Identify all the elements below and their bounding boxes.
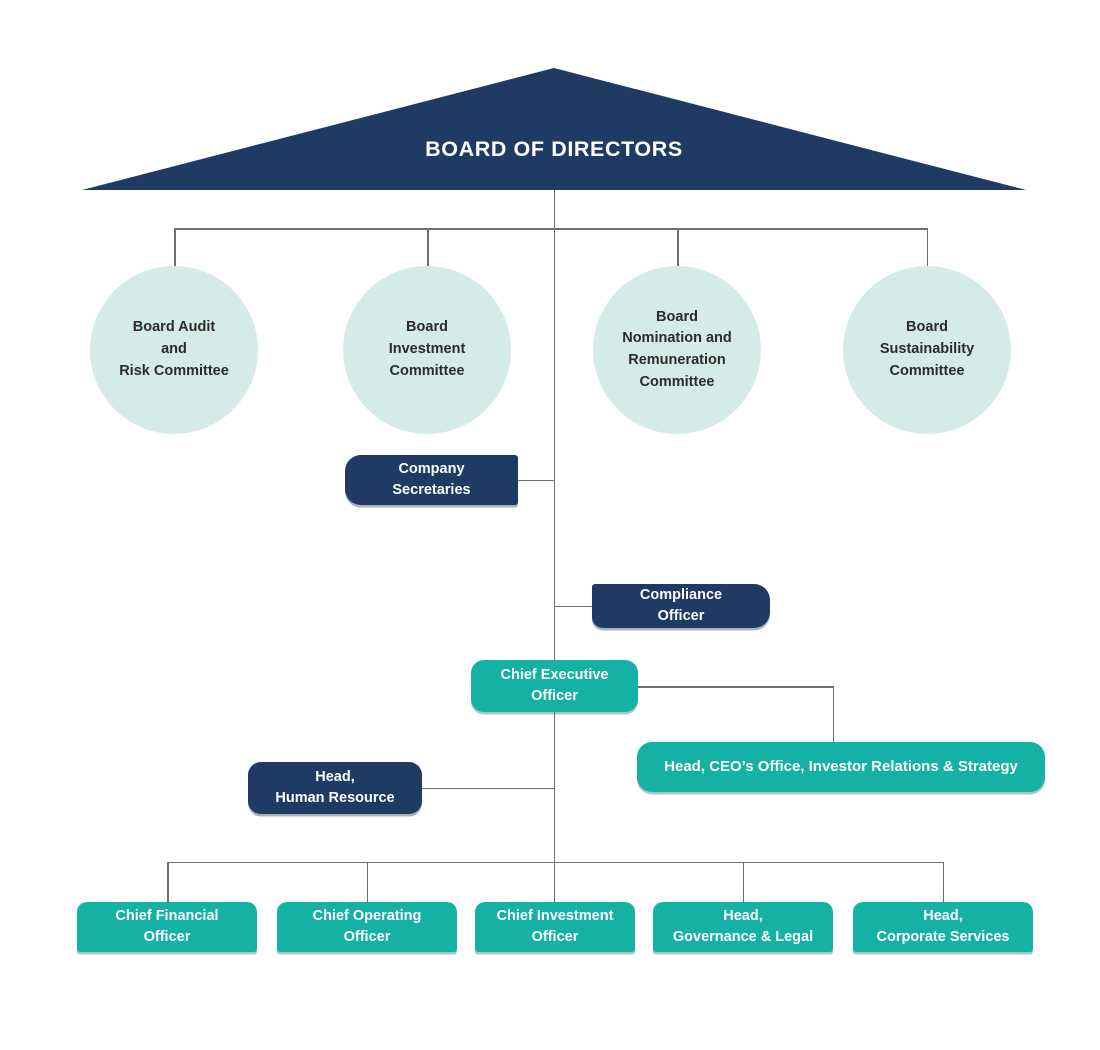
connector-drop-coo bbox=[366, 861, 368, 904]
node-head-corporate-services-label: Head, Corporate Services bbox=[876, 907, 1010, 945]
node-chief-executive-officer: Chief Executive Officer bbox=[471, 660, 638, 712]
node-head-governance-legal-label: Head, Governance & Legal bbox=[672, 907, 814, 945]
board-of-directors-title: BOARD OF DIRECTORS bbox=[425, 137, 683, 161]
connector-stub-audit-risk bbox=[174, 228, 176, 268]
committee-investment-label: Board Investment Committee bbox=[388, 319, 466, 379]
node-chief-investment-officer: Chief Investment Officer bbox=[475, 902, 635, 952]
connector-drop-gov-legal bbox=[742, 861, 744, 904]
connector-drop-cfo bbox=[167, 861, 169, 904]
connector-central-upper bbox=[553, 190, 555, 660]
node-head-ceo-office-label: Head, CEO’s Office, Investor Relations &… bbox=[664, 758, 1018, 776]
connector-head-hr bbox=[420, 787, 554, 789]
connector-bottom-hline bbox=[167, 861, 944, 863]
committee-investment: Board Investment Committee bbox=[343, 266, 511, 434]
committee-audit-risk-label: Board Audit and Risk Committee bbox=[119, 319, 229, 379]
connector-central-lower bbox=[553, 712, 555, 903]
node-compliance-officer-label: Compliance Officer bbox=[639, 586, 723, 624]
node-chief-financial-officer-label: Chief Financial Officer bbox=[115, 907, 219, 945]
node-head-human-resource-label: Head, Human Resource bbox=[275, 768, 395, 806]
node-compliance-officer: Compliance Officer bbox=[592, 584, 770, 628]
node-chief-operating-officer: Chief Operating Officer bbox=[277, 902, 457, 952]
node-chief-executive-officer-label: Chief Executive Officer bbox=[500, 666, 609, 704]
node-company-secretaries-label: Company Secretaries bbox=[392, 460, 471, 498]
committee-sustainability-label: Board Sustainability Committee bbox=[879, 319, 975, 379]
connector-company-secretaries bbox=[514, 479, 554, 481]
node-chief-operating-officer-label: Chief Operating Officer bbox=[312, 907, 422, 945]
node-chief-financial-officer: Chief Financial Officer bbox=[77, 902, 257, 952]
connector-compliance-officer bbox=[554, 605, 594, 607]
committee-sustainability: Board Sustainability Committee bbox=[843, 266, 1011, 434]
connector-drop-corp-services bbox=[942, 861, 944, 904]
committee-nomination-remuneration-label: Board Nomination and Remuneration Commit… bbox=[622, 308, 732, 390]
committee-audit-risk: Board Audit and Risk Committee bbox=[90, 266, 258, 434]
committee-nomination-remuneration: Board Nomination and Remuneration Commit… bbox=[593, 266, 761, 434]
node-chief-investment-officer-label: Chief Investment Officer bbox=[496, 907, 614, 945]
connector-stub-nomination bbox=[677, 228, 679, 268]
node-company-secretaries: Company Secretaries bbox=[345, 455, 518, 505]
node-head-ceo-office: Head, CEO’s Office, Investor Relations &… bbox=[637, 742, 1045, 792]
connector-stub-investment bbox=[427, 228, 429, 268]
connector-ceo-office-vline bbox=[832, 686, 834, 744]
board-of-directors-node: BOARD OF DIRECTORS bbox=[82, 68, 1026, 190]
connector-committees-hline bbox=[174, 228, 928, 230]
node-head-corporate-services: Head, Corporate Services bbox=[853, 902, 1033, 952]
node-head-governance-legal: Head, Governance & Legal bbox=[653, 902, 833, 952]
connector-stub-sustainability bbox=[926, 228, 928, 268]
node-head-human-resource: Head, Human Resource bbox=[248, 762, 422, 814]
connector-ceo-office-hline bbox=[636, 686, 834, 688]
